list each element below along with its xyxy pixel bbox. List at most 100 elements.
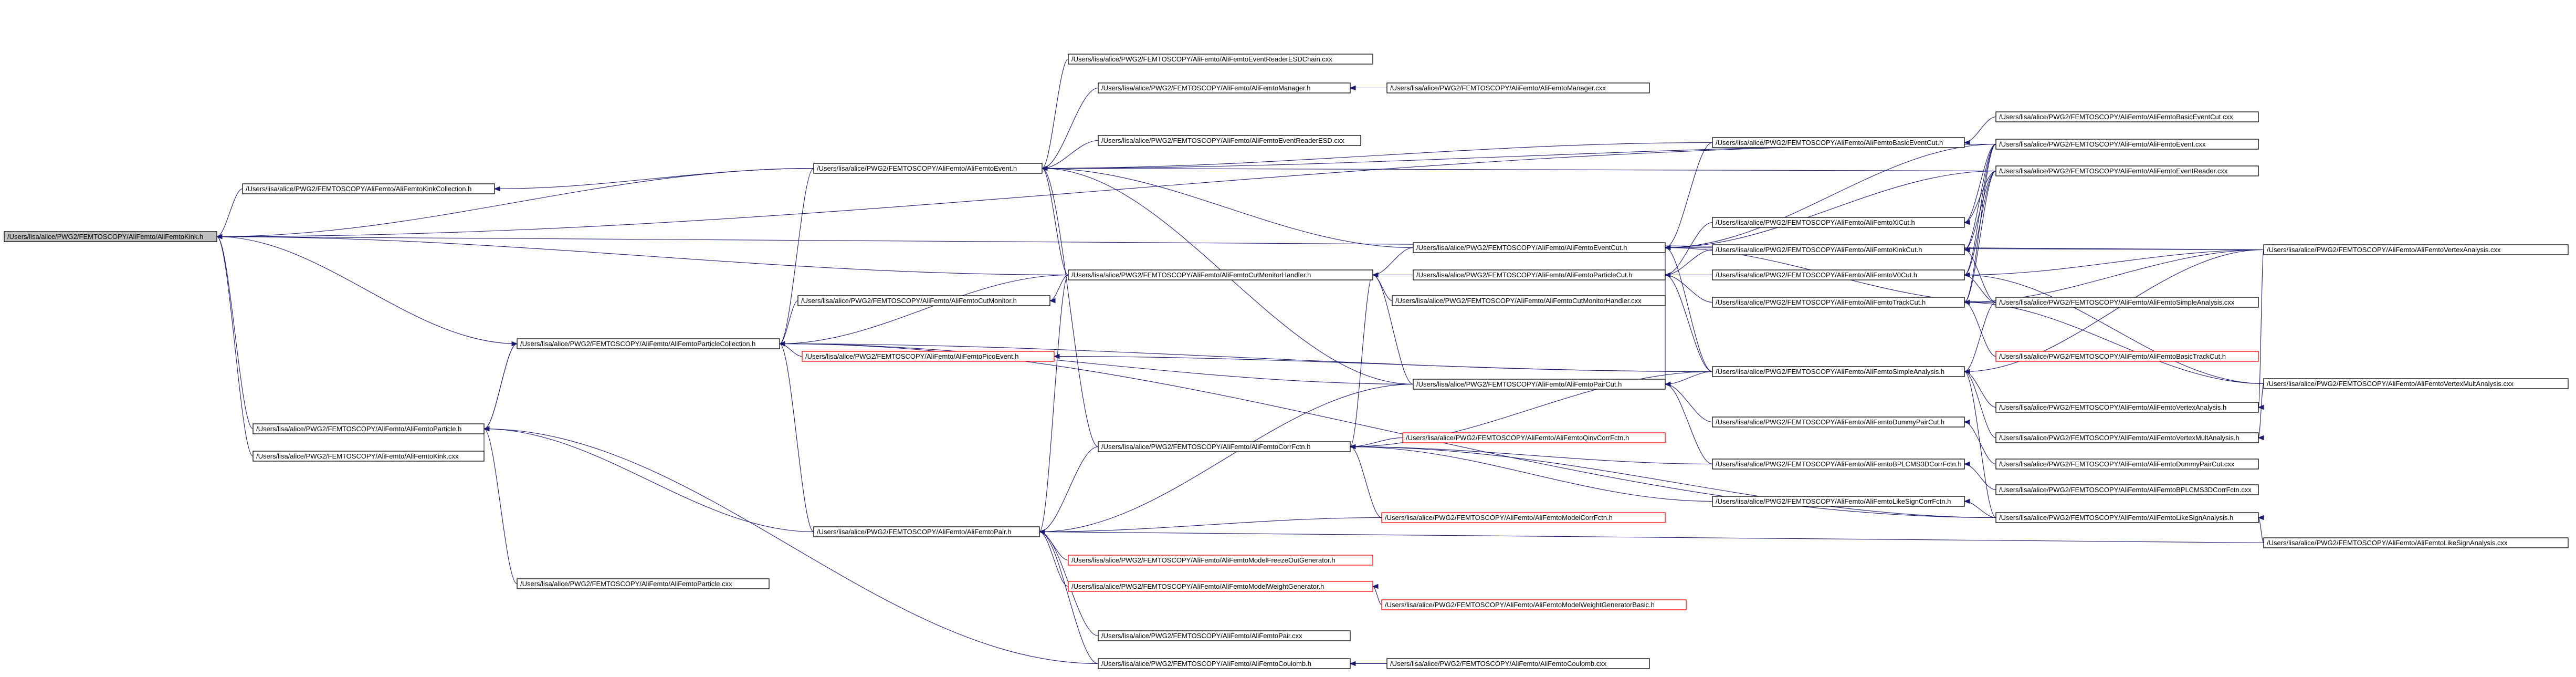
file-node[interactable]: /Users/lisa/alice/PWG2/FEMTOSCOPY/AliFem… — [1995, 432, 2259, 443]
file-node-box[interactable] — [1068, 555, 1373, 566]
file-node[interactable]: /Users/lisa/alice/PWG2/FEMTOSCOPY/AliFem… — [1386, 82, 1650, 93]
file-node-box[interactable] — [1402, 432, 1666, 443]
file-node-box[interactable] — [517, 578, 770, 589]
file-node-box[interactable] — [4, 231, 217, 242]
file-node-box[interactable] — [1995, 111, 2259, 122]
file-node-box[interactable] — [1712, 244, 1965, 255]
file-node-box[interactable] — [1995, 297, 2259, 308]
file-node[interactable]: /Users/lisa/alice/PWG2/FEMTOSCOPY/AliFem… — [1995, 139, 2259, 150]
file-node[interactable]: /Users/lisa/alice/PWG2/FEMTOSCOPY/AliFem… — [253, 423, 485, 434]
file-node-box[interactable] — [1386, 658, 1650, 669]
file-node-box[interactable] — [1098, 658, 1351, 669]
file-node-box[interactable] — [2263, 244, 2569, 255]
file-node[interactable]: /Users/lisa/alice/PWG2/FEMTOSCOPY/AliFem… — [2263, 537, 2569, 548]
file-node-box[interactable] — [1098, 82, 1351, 93]
file-node[interactable]: /Users/lisa/alice/PWG2/FEMTOSCOPY/AliFem… — [1413, 269, 1666, 280]
file-node[interactable]: /Users/lisa/alice/PWG2/FEMTOSCOPY/AliFem… — [1712, 217, 1965, 228]
file-node[interactable]: /Users/lisa/alice/PWG2/FEMTOSCOPY/AliFem… — [517, 338, 780, 349]
file-node[interactable]: /Users/lisa/alice/PWG2/FEMTOSCOPY/AliFem… — [1995, 165, 2259, 176]
file-node-box[interactable] — [1995, 402, 2259, 413]
file-node-box[interactable] — [813, 163, 1043, 174]
file-node-box[interactable] — [813, 526, 1040, 537]
file-node[interactable]: /Users/lisa/alice/PWG2/FEMTOSCOPY/AliFem… — [1098, 630, 1351, 641]
file-node[interactable]: /Users/lisa/alice/PWG2/FEMTOSCOPY/AliFem… — [1995, 297, 2259, 308]
file-node-box[interactable] — [1995, 165, 2259, 176]
file-node[interactable]: /Users/lisa/alice/PWG2/FEMTOSCOPY/AliFem… — [1712, 244, 1965, 255]
file-node-box[interactable] — [1712, 416, 1965, 428]
file-node[interactable]: /Users/lisa/alice/PWG2/FEMTOSCOPY/AliFem… — [1413, 379, 1666, 390]
file-node[interactable]: /Users/lisa/alice/PWG2/FEMTOSCOPY/AliFem… — [1712, 459, 1965, 470]
file-node-box[interactable] — [1068, 54, 1373, 65]
file-node[interactable]: /Users/lisa/alice/PWG2/FEMTOSCOPY/AliFem… — [1068, 581, 1373, 592]
file-node[interactable]: /Users/lisa/alice/PWG2/FEMTOSCOPY/AliFem… — [1381, 599, 1687, 610]
file-node-box[interactable] — [1098, 630, 1351, 641]
file-node[interactable]: /Users/lisa/alice/PWG2/FEMTOSCOPY/AliFem… — [242, 183, 495, 194]
file-node[interactable]: /Users/lisa/alice/PWG2/FEMTOSCOPY/AliFem… — [813, 526, 1040, 537]
file-node[interactable]: /Users/lisa/alice/PWG2/FEMTOSCOPY/AliFem… — [1381, 512, 1666, 523]
file-node-box[interactable] — [242, 183, 495, 194]
file-node[interactable]: /Users/lisa/alice/PWG2/FEMTOSCOPY/AliFem… — [1712, 137, 1965, 148]
file-node-box[interactable] — [2263, 378, 2569, 389]
file-node[interactable]: /Users/lisa/alice/PWG2/FEMTOSCOPY/AliFem… — [517, 578, 770, 589]
file-node-box[interactable] — [1995, 351, 2259, 362]
file-node-box[interactable] — [1413, 379, 1666, 390]
file-node-box[interactable] — [1712, 217, 1965, 228]
file-node-box[interactable] — [1068, 581, 1373, 592]
file-node-box[interactable] — [1995, 139, 2259, 150]
file-node[interactable]: /Users/lisa/alice/PWG2/FEMTOSCOPY/AliFem… — [1712, 297, 1965, 308]
file-node[interactable]: /Users/lisa/alice/PWG2/FEMTOSCOPY/AliFem… — [1098, 658, 1351, 669]
file-node[interactable]: /Users/lisa/alice/PWG2/FEMTOSCOPY/AliFem… — [1098, 135, 1361, 146]
file-node[interactable]: /Users/lisa/alice/PWG2/FEMTOSCOPY/AliFem… — [1068, 269, 1373, 280]
file-node-box[interactable] — [802, 351, 1055, 362]
file-node[interactable]: /Users/lisa/alice/PWG2/FEMTOSCOPY/AliFem… — [1402, 432, 1666, 443]
file-node[interactable]: /Users/lisa/alice/PWG2/FEMTOSCOPY/AliFem… — [1392, 295, 1666, 306]
file-node-box[interactable] — [253, 451, 485, 462]
file-node-box[interactable] — [1712, 496, 1965, 507]
file-node-box[interactable] — [1995, 512, 2259, 523]
file-node[interactable]: /Users/lisa/alice/PWG2/FEMTOSCOPY/AliFem… — [1995, 459, 2259, 470]
file-node-box[interactable] — [1712, 459, 1965, 470]
file-node[interactable]: /Users/lisa/alice/PWG2/FEMTOSCOPY/AliFem… — [1995, 351, 2259, 362]
file-node[interactable]: /Users/lisa/alice/PWG2/FEMTOSCOPY/AliFem… — [797, 295, 1050, 306]
file-node[interactable]: /Users/lisa/alice/PWG2/FEMTOSCOPY/AliFem… — [4, 231, 217, 242]
file-node-box[interactable] — [1386, 82, 1650, 93]
file-node[interactable]: /Users/lisa/alice/PWG2/FEMTOSCOPY/AliFem… — [2263, 244, 2569, 255]
file-node-box[interactable] — [1098, 135, 1361, 146]
file-node[interactable]: /Users/lisa/alice/PWG2/FEMTOSCOPY/AliFem… — [1413, 242, 1666, 253]
file-node[interactable]: /Users/lisa/alice/PWG2/FEMTOSCOPY/AliFem… — [1098, 441, 1351, 452]
file-node[interactable]: /Users/lisa/alice/PWG2/FEMTOSCOPY/AliFem… — [813, 163, 1043, 174]
file-node-box[interactable] — [1413, 269, 1666, 280]
file-node-box[interactable] — [1712, 269, 1965, 280]
file-node[interactable]: /Users/lisa/alice/PWG2/FEMTOSCOPY/AliFem… — [1098, 82, 1351, 93]
file-node-box[interactable] — [1995, 484, 2259, 495]
file-node[interactable]: /Users/lisa/alice/PWG2/FEMTOSCOPY/AliFem… — [1995, 512, 2259, 523]
file-node[interactable]: /Users/lisa/alice/PWG2/FEMTOSCOPY/AliFem… — [1386, 658, 1650, 669]
file-node-box[interactable] — [2263, 537, 2569, 548]
file-node[interactable]: /Users/lisa/alice/PWG2/FEMTOSCOPY/AliFem… — [1068, 54, 1373, 65]
file-node-box[interactable] — [1712, 366, 1965, 377]
file-node[interactable]: /Users/lisa/alice/PWG2/FEMTOSCOPY/AliFem… — [1712, 416, 1965, 428]
file-node-box[interactable] — [253, 423, 485, 434]
file-node[interactable]: /Users/lisa/alice/PWG2/FEMTOSCOPY/AliFem… — [802, 351, 1055, 362]
file-node[interactable]: /Users/lisa/alice/PWG2/FEMTOSCOPY/AliFem… — [1712, 269, 1965, 280]
file-node-box[interactable] — [1995, 432, 2259, 443]
file-node[interactable]: /Users/lisa/alice/PWG2/FEMTOSCOPY/AliFem… — [1995, 484, 2259, 495]
file-node[interactable]: /Users/lisa/alice/PWG2/FEMTOSCOPY/AliFem… — [1068, 555, 1373, 566]
file-node-box[interactable] — [1381, 599, 1687, 610]
file-node[interactable]: /Users/lisa/alice/PWG2/FEMTOSCOPY/AliFem… — [1995, 402, 2259, 413]
file-node[interactable]: /Users/lisa/alice/PWG2/FEMTOSCOPY/AliFem… — [2263, 378, 2569, 389]
file-node-box[interactable] — [797, 295, 1050, 306]
file-node-box[interactable] — [1381, 512, 1666, 523]
file-node[interactable]: /Users/lisa/alice/PWG2/FEMTOSCOPY/AliFem… — [1995, 111, 2259, 122]
file-node-box[interactable] — [517, 338, 780, 349]
file-node[interactable]: /Users/lisa/alice/PWG2/FEMTOSCOPY/AliFem… — [1712, 496, 1965, 507]
file-node-box[interactable] — [1995, 459, 2259, 470]
file-node-box[interactable] — [1712, 137, 1965, 148]
file-node[interactable]: /Users/lisa/alice/PWG2/FEMTOSCOPY/AliFem… — [1712, 366, 1965, 377]
file-node-box[interactable] — [1098, 441, 1351, 452]
file-node-box[interactable] — [1712, 297, 1965, 308]
file-node-box[interactable] — [1413, 242, 1666, 253]
file-node[interactable]: /Users/lisa/alice/PWG2/FEMTOSCOPY/AliFem… — [253, 451, 485, 462]
file-node-box[interactable] — [1068, 269, 1373, 280]
file-node-box[interactable] — [1392, 295, 1666, 306]
